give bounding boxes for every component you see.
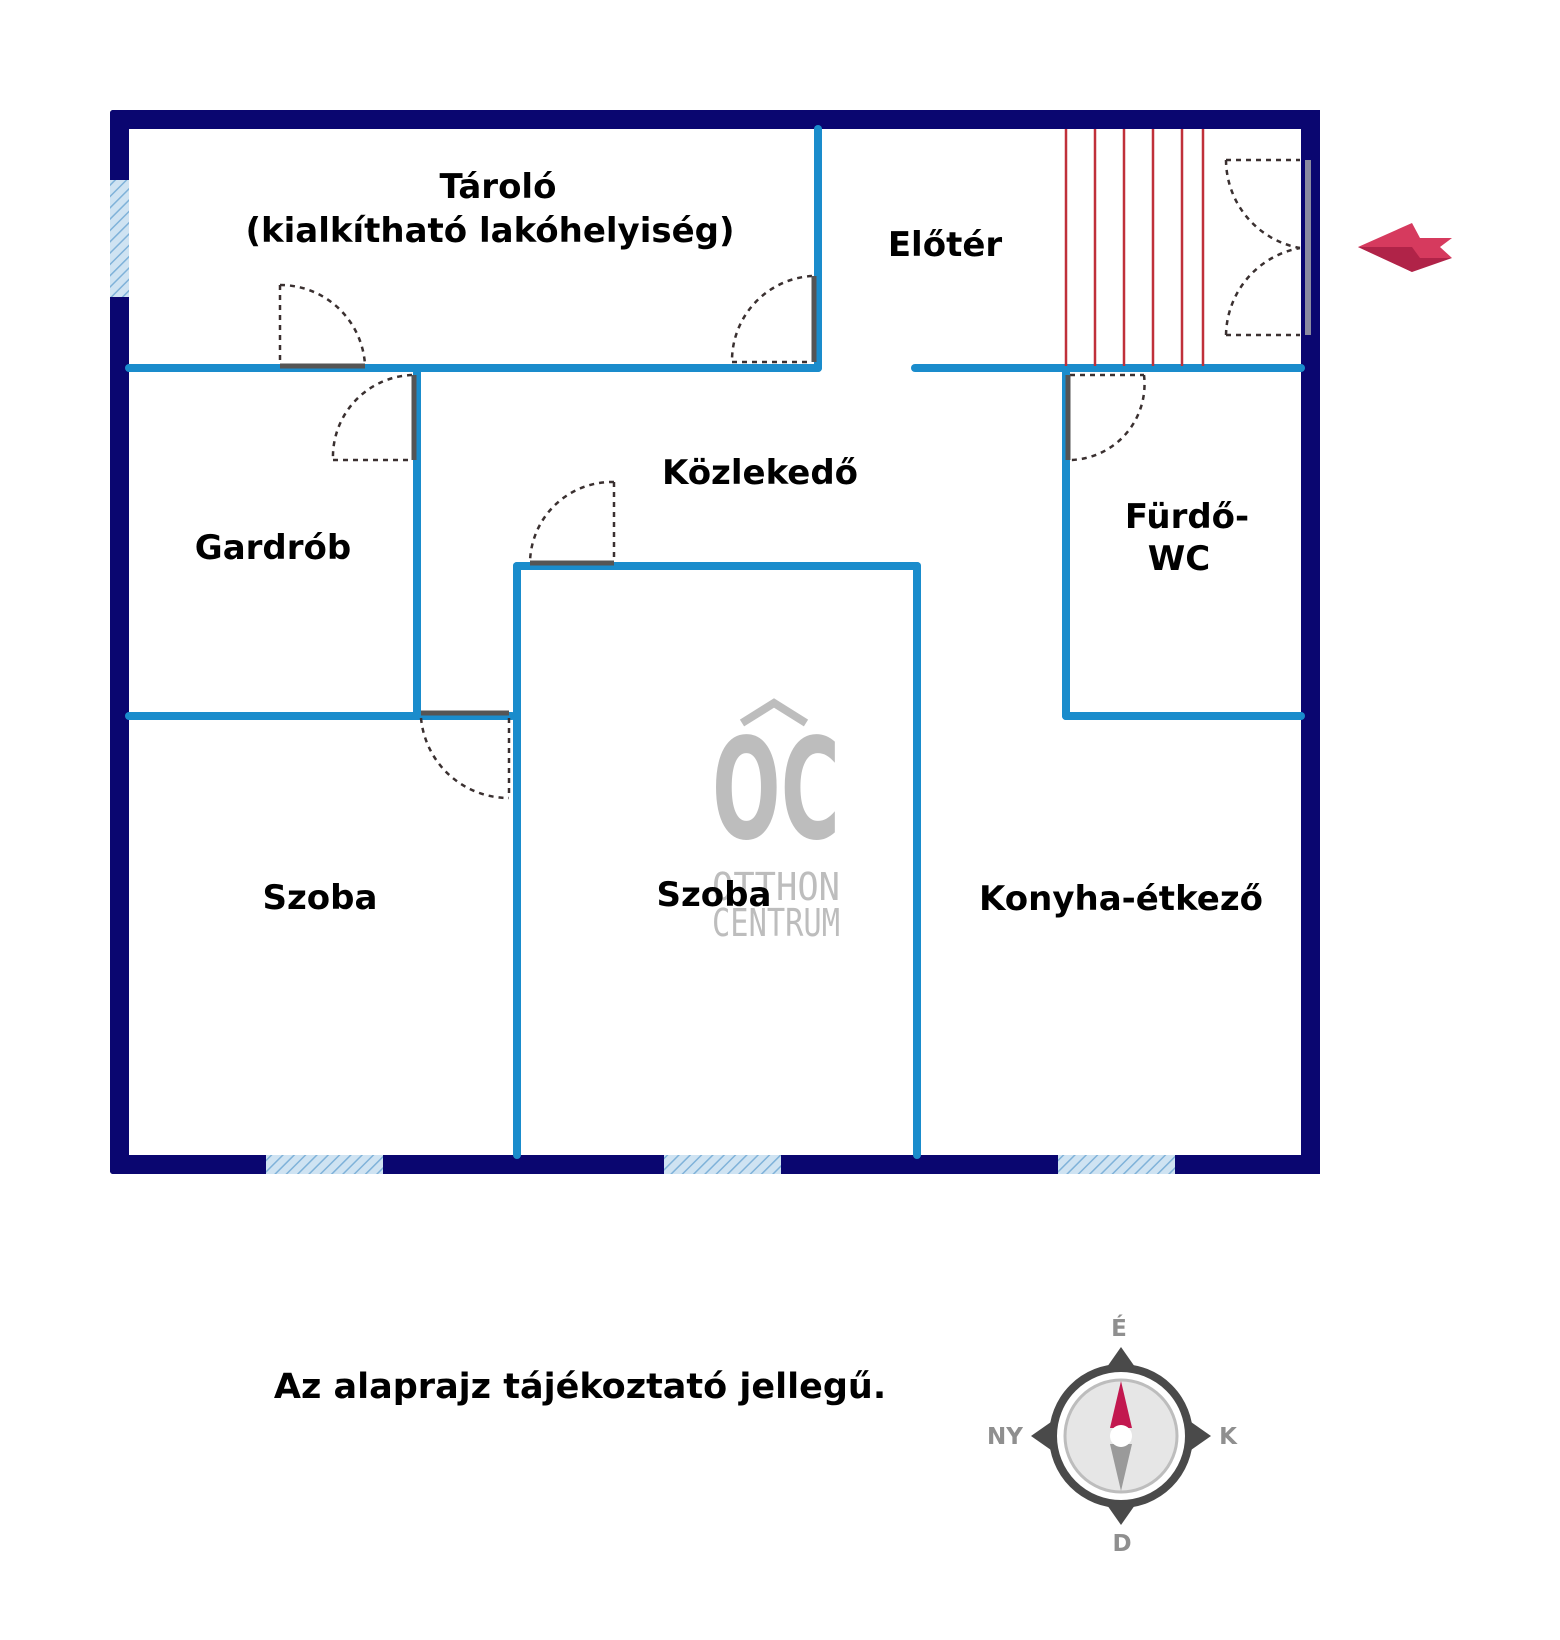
door-taroló-left [278, 283, 367, 369]
compass-east: K [1219, 1424, 1238, 1450]
door-entrance [1224, 158, 1311, 337]
window-bottom-left [266, 1155, 383, 1174]
room-label-taroló-note: (kialkítható lakóhelyiség) [245, 211, 734, 251]
room-label-konyha: Konyha-étkező [979, 879, 1263, 919]
outer-walls [110, 110, 1320, 1174]
room-label-furdo: Fürdő- [1125, 497, 1249, 537]
compass-south: D [1112, 1531, 1131, 1557]
inner-walls [125, 125, 1305, 1159]
logo-mark: OC [712, 709, 840, 872]
compass-icon: É K D NY [987, 1314, 1238, 1557]
door-taroló-right [730, 274, 817, 364]
arrow-left-icon [1358, 223, 1452, 272]
room-label-wc: WC [1148, 539, 1210, 579]
disclaimer-text: Az alaprajz tájékoztató jellegű. [274, 1367, 886, 1407]
room-label-taroló: Tároló [440, 167, 557, 207]
room-label-szoba-middle: Szoba [657, 875, 772, 915]
windows [110, 180, 1175, 1174]
compass-north: É [1111, 1314, 1127, 1342]
window-bottom-right [1058, 1155, 1175, 1174]
doors [278, 158, 1311, 800]
room-label-gardrob: Gardrób [195, 528, 351, 568]
window-left [110, 180, 129, 297]
staircase [1064, 129, 1205, 366]
room-label-szoba-left: Szoba [263, 878, 378, 918]
window-bottom-middle [664, 1155, 781, 1174]
logo-line2: CENTRUM [712, 901, 840, 945]
room-label-kozlekedo: Közlekedő [662, 453, 858, 493]
door-szoba-left [419, 710, 511, 800]
door-gardrob [331, 373, 417, 462]
compass-west: NY [987, 1424, 1023, 1450]
door-furdo [1065, 373, 1146, 462]
logo-line1: OTTHON [712, 865, 840, 909]
room-labels: Tároló (kialkítható lakóhelyiség) Előtér… [195, 167, 1263, 919]
otthon-centrum-logo: OC OTTHON CENTRUM [712, 698, 840, 945]
room-label-eloter: Előtér [888, 225, 1003, 265]
door-szoba-middle [528, 480, 616, 566]
